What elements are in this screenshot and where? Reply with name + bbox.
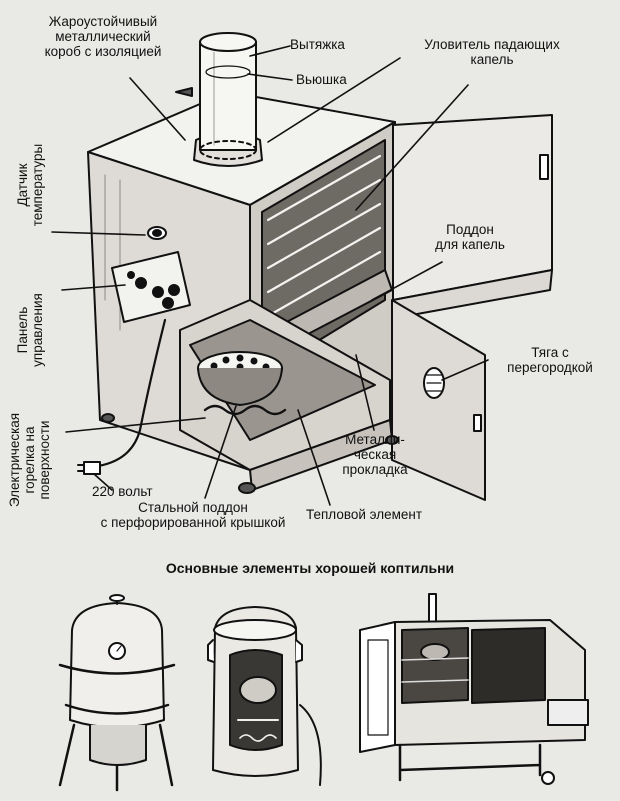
power-cord bbox=[96, 318, 167, 468]
label-heating-element: Тепловой элемент bbox=[306, 507, 423, 522]
label-draft: Тяга с перегородкой bbox=[507, 345, 593, 375]
label-surface-burner: Электрическая горелка на поверхности bbox=[7, 412, 52, 508]
figure-caption: Основные элементы хорошей коптильни bbox=[165, 560, 455, 576]
label-steel-tray: Стальной поддон с перфорированной крышко… bbox=[100, 500, 286, 530]
control-panel-box bbox=[111, 251, 191, 323]
chimney bbox=[193, 32, 263, 167]
label-insulated-box: Жароустойчивый металлический короб с изо… bbox=[44, 14, 162, 59]
top-handle bbox=[175, 87, 193, 97]
cabinet-smoker bbox=[359, 593, 589, 785]
label-220-volts: 220 вольт bbox=[92, 484, 153, 499]
temperature-sensor bbox=[147, 226, 167, 240]
label-drip-tray: Поддон для капель bbox=[435, 222, 505, 252]
label-exhaust: Вытяжка bbox=[290, 37, 345, 52]
label-control-panel: Панель управления bbox=[15, 293, 45, 367]
plug bbox=[77, 461, 101, 475]
lower-compartment bbox=[101, 299, 399, 494]
bullet-smoker-closed bbox=[58, 594, 176, 792]
label-temperature-sensor: Датчик температуры bbox=[15, 143, 45, 227]
leader-lines bbox=[51, 45, 489, 506]
bullet-smoker-open bbox=[207, 606, 322, 786]
open-door bbox=[391, 114, 553, 501]
label-damper: Вьюшка bbox=[296, 72, 347, 87]
label-metal-pad: Металли- ческая прокладка bbox=[342, 432, 408, 477]
label-drip-catcher: Уловитель падающих капель bbox=[424, 37, 560, 67]
